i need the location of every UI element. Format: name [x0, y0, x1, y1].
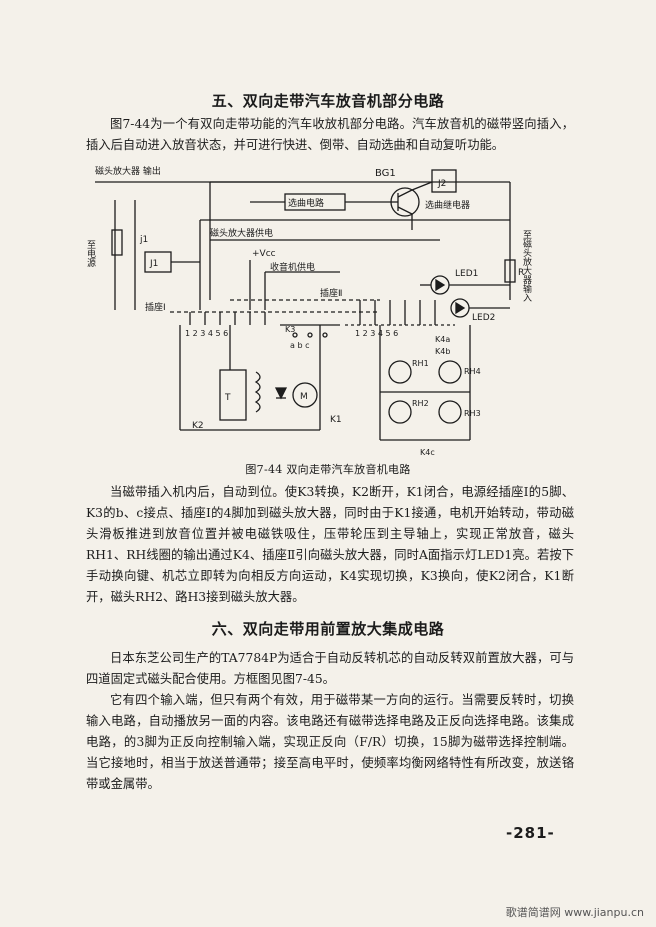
- label-radio-supply: 收音机供电: [270, 261, 315, 273]
- label-rh1: RH1: [412, 359, 429, 368]
- label-k3: K3: [285, 325, 295, 334]
- label-r: R: [518, 268, 524, 278]
- label-k1: K1: [330, 415, 342, 425]
- label-select-circuit: 选曲电路: [288, 197, 324, 209]
- label-socket1-pins: 1 2 3 4 5 6: [185, 329, 228, 338]
- figure-caption: 图7-44 双向走带汽车放音机电路: [245, 463, 411, 476]
- label-vcc: +Vcc: [252, 249, 276, 259]
- section5-title: 五、双向走带汽车放音机部分电路: [211, 92, 445, 110]
- page-number: -281-: [506, 824, 555, 842]
- label-socket2-pins: 1 2 3 4 5 6: [355, 329, 398, 338]
- section6-title: 六、双向走带用前置放大集成电路: [211, 620, 445, 638]
- label-left-side: 至电源: [85, 240, 96, 268]
- label-head-amp-supply: 磁头放大器供电: [210, 227, 273, 239]
- label-k4a: K4a: [435, 335, 450, 344]
- label-rh4: RH4: [464, 367, 481, 376]
- label-k4b: K4b: [435, 347, 450, 356]
- label-socket2: 插座Ⅱ: [320, 287, 342, 299]
- label-right-head-amp: 至磁头放大器输入: [521, 230, 532, 302]
- label-k2: K2: [192, 421, 204, 431]
- label-select-relay: 选曲继电器: [425, 199, 470, 211]
- label-socket1: 插座Ⅰ: [145, 301, 166, 313]
- label-led2: LED2: [472, 313, 495, 323]
- label-j1-small: j1: [139, 235, 148, 245]
- label-bg1: BG1: [375, 168, 396, 179]
- label-rh2: RH2: [412, 399, 429, 408]
- label-j2: J2: [437, 179, 446, 189]
- section5-body: 当磁带插入机内后，自动到位。使K3转换，K2断开，K1闭合，电源经插座Ⅰ的5脚、…: [86, 485, 574, 604]
- section6-para1: 日本东芝公司生产的TA7784P为适合于自动反转机芯的自动反转双前置放大器，可与…: [86, 651, 574, 686]
- circuit-diagram: 磁头放大器 输出 BG1 J2 选曲电路 选曲继电器 磁头放大器供电 至磁头放大…: [85, 165, 532, 457]
- watermark: 歌谱简谱网 www.jianpu.cn: [505, 906, 644, 919]
- label-m: M: [300, 392, 308, 402]
- circuit-figure: 磁头放大器 输出 BG1 J2 选曲电路 选曲继电器 磁头放大器供电 至磁头放大…: [80, 160, 580, 460]
- label-head-amp-output: 磁头放大器 输出: [95, 165, 161, 177]
- label-rh3: RH3: [464, 409, 481, 418]
- section6-para2: 它有四个输入端，但只有两个有效，用于磁带某一方向的运行。当需要反转时，切换输入电…: [86, 693, 574, 791]
- section5-intro: 图7-44为一个有双向走带功能的汽车收放机部分电路。汽车放音机的磁带竖向插入，插…: [86, 117, 574, 152]
- label-abc: a b c: [290, 341, 309, 350]
- label-j1: J1: [149, 259, 158, 269]
- label-t: T: [224, 393, 231, 403]
- label-k4c: K4c: [420, 448, 435, 457]
- label-led1: LED1: [455, 269, 478, 279]
